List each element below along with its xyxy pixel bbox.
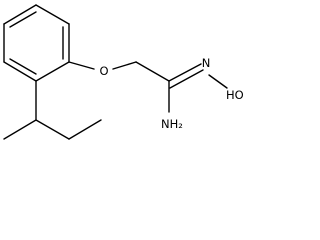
c-n-double-bond [168, 63, 202, 82]
ring-bond [35, 4, 70, 25]
chain-bond [35, 119, 70, 140]
aryl-oxygen-bond [68, 61, 95, 70]
benzene-ring [3, 4, 70, 82]
ring-double-bond [9, 11, 37, 28]
ring-double-bond [9, 58, 37, 75]
ring-bond [35, 61, 70, 82]
imine-nitrogen-label: N [202, 56, 211, 70]
methylene-carbon-bond [135, 61, 170, 82]
side-chain [68, 61, 228, 113]
chain-bond [68, 119, 102, 140]
molecule-drawing: O N HO NH₂ [3, 4, 244, 140]
n-o-bond [208, 74, 228, 89]
sec-butyl-group [3, 80, 102, 140]
hydroxyl-label: HO [226, 88, 244, 102]
structure-diagram: O N HO NH₂ [3, 4, 244, 140]
c-n-double-bond-second [169, 69, 204, 89]
amine-label: NH₂ [161, 117, 183, 131]
chain-bond [3, 119, 37, 140]
ring-bond [3, 4, 37, 25]
ether-oxygen-label: O [99, 64, 108, 78]
oxygen-methylene-bond [112, 61, 137, 70]
ring-bond [3, 61, 37, 82]
